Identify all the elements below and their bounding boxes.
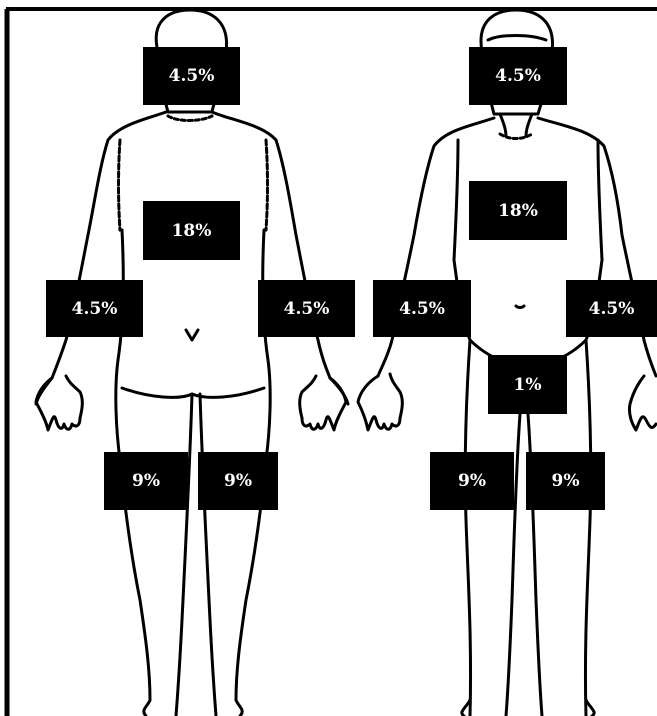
- back-neck-line: [168, 116, 212, 121]
- front-abdomen-patch: [504, 262, 550, 276]
- front-genitals-label: 1%: [488, 355, 567, 414]
- front-neck: [500, 114, 532, 136]
- front-body-outline: [378, 118, 656, 376]
- back-feet: [144, 700, 242, 716]
- back-left-leg-label: 9%: [104, 452, 188, 510]
- front-right-leg-label: 9%: [526, 452, 605, 510]
- front-navel: [516, 306, 524, 308]
- back-legs: [120, 394, 266, 716]
- front-left-arm-label: 4.5%: [373, 280, 471, 337]
- back-spine-notch: [186, 330, 198, 340]
- back-right-leg-label: 9%: [198, 452, 278, 510]
- back-left-hand: [36, 376, 82, 430]
- back-left-inner-arm: [119, 140, 121, 230]
- back-right-arm-label: 4.5%: [258, 280, 355, 337]
- back-left-arm-label: 4.5%: [46, 280, 143, 337]
- front-trunk-label: 18%: [469, 181, 567, 240]
- front-hair-line: [488, 36, 546, 41]
- front-right-arm-label: 4.5%: [566, 280, 657, 337]
- front-feet: [462, 700, 594, 716]
- front-left-leg-label: 9%: [430, 452, 514, 510]
- back-right-hand: [300, 376, 346, 430]
- back-trunk-label: 18%: [143, 201, 240, 260]
- back-right-inner-arm: [266, 140, 268, 230]
- front-head-label: 4.5%: [469, 47, 567, 105]
- front-left-hand: [358, 374, 402, 430]
- back-figure: [36, 10, 348, 716]
- back-torso-sides: [116, 230, 270, 460]
- front-right-hand: [629, 376, 656, 430]
- back-head-label: 4.5%: [143, 47, 240, 105]
